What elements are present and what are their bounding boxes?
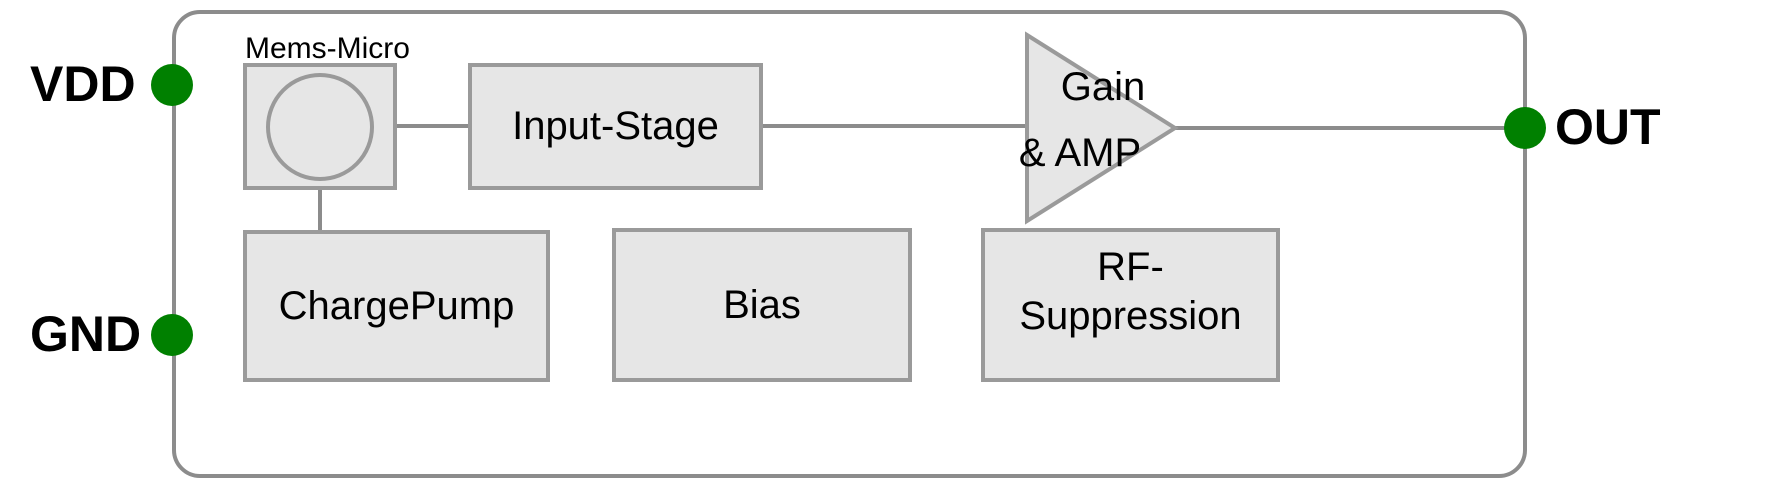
block-label-rf-suppression-line1: RF- [1097,244,1164,289]
terminal-label-gnd: GND [30,306,142,362]
block-label-gain-amp-line2: & AMP [1018,131,1142,175]
block-gain-amp[interactable] [1025,31,1179,225]
microphone-membrane-icon [266,73,374,181]
terminal-label-out: OUT [1555,99,1661,155]
block-label-charge-pump: ChargePump [278,283,515,328]
terminal-dot-vdd[interactable] [151,64,193,106]
package-boundary [172,10,1527,478]
block-bias[interactable] [612,228,912,382]
terminal-label-vdd: VDD [30,56,136,112]
terminal-dot-out[interactable] [1504,107,1546,149]
block-label-gain-amp-line1: Gain [1060,65,1146,109]
block-rf-suppression[interactable] [981,228,1280,382]
block-charge-pump[interactable] [243,230,550,382]
block-caption-mems-micro: Mems-Micro [245,32,410,65]
block-label-rf-suppression-line2: Suppression [1019,293,1242,338]
block-label-input-stage: Input-Stage [512,104,719,149]
block-label-bias: Bias [723,282,801,327]
terminal-dot-gnd[interactable] [151,314,193,356]
block-input-stage[interactable] [468,63,763,190]
